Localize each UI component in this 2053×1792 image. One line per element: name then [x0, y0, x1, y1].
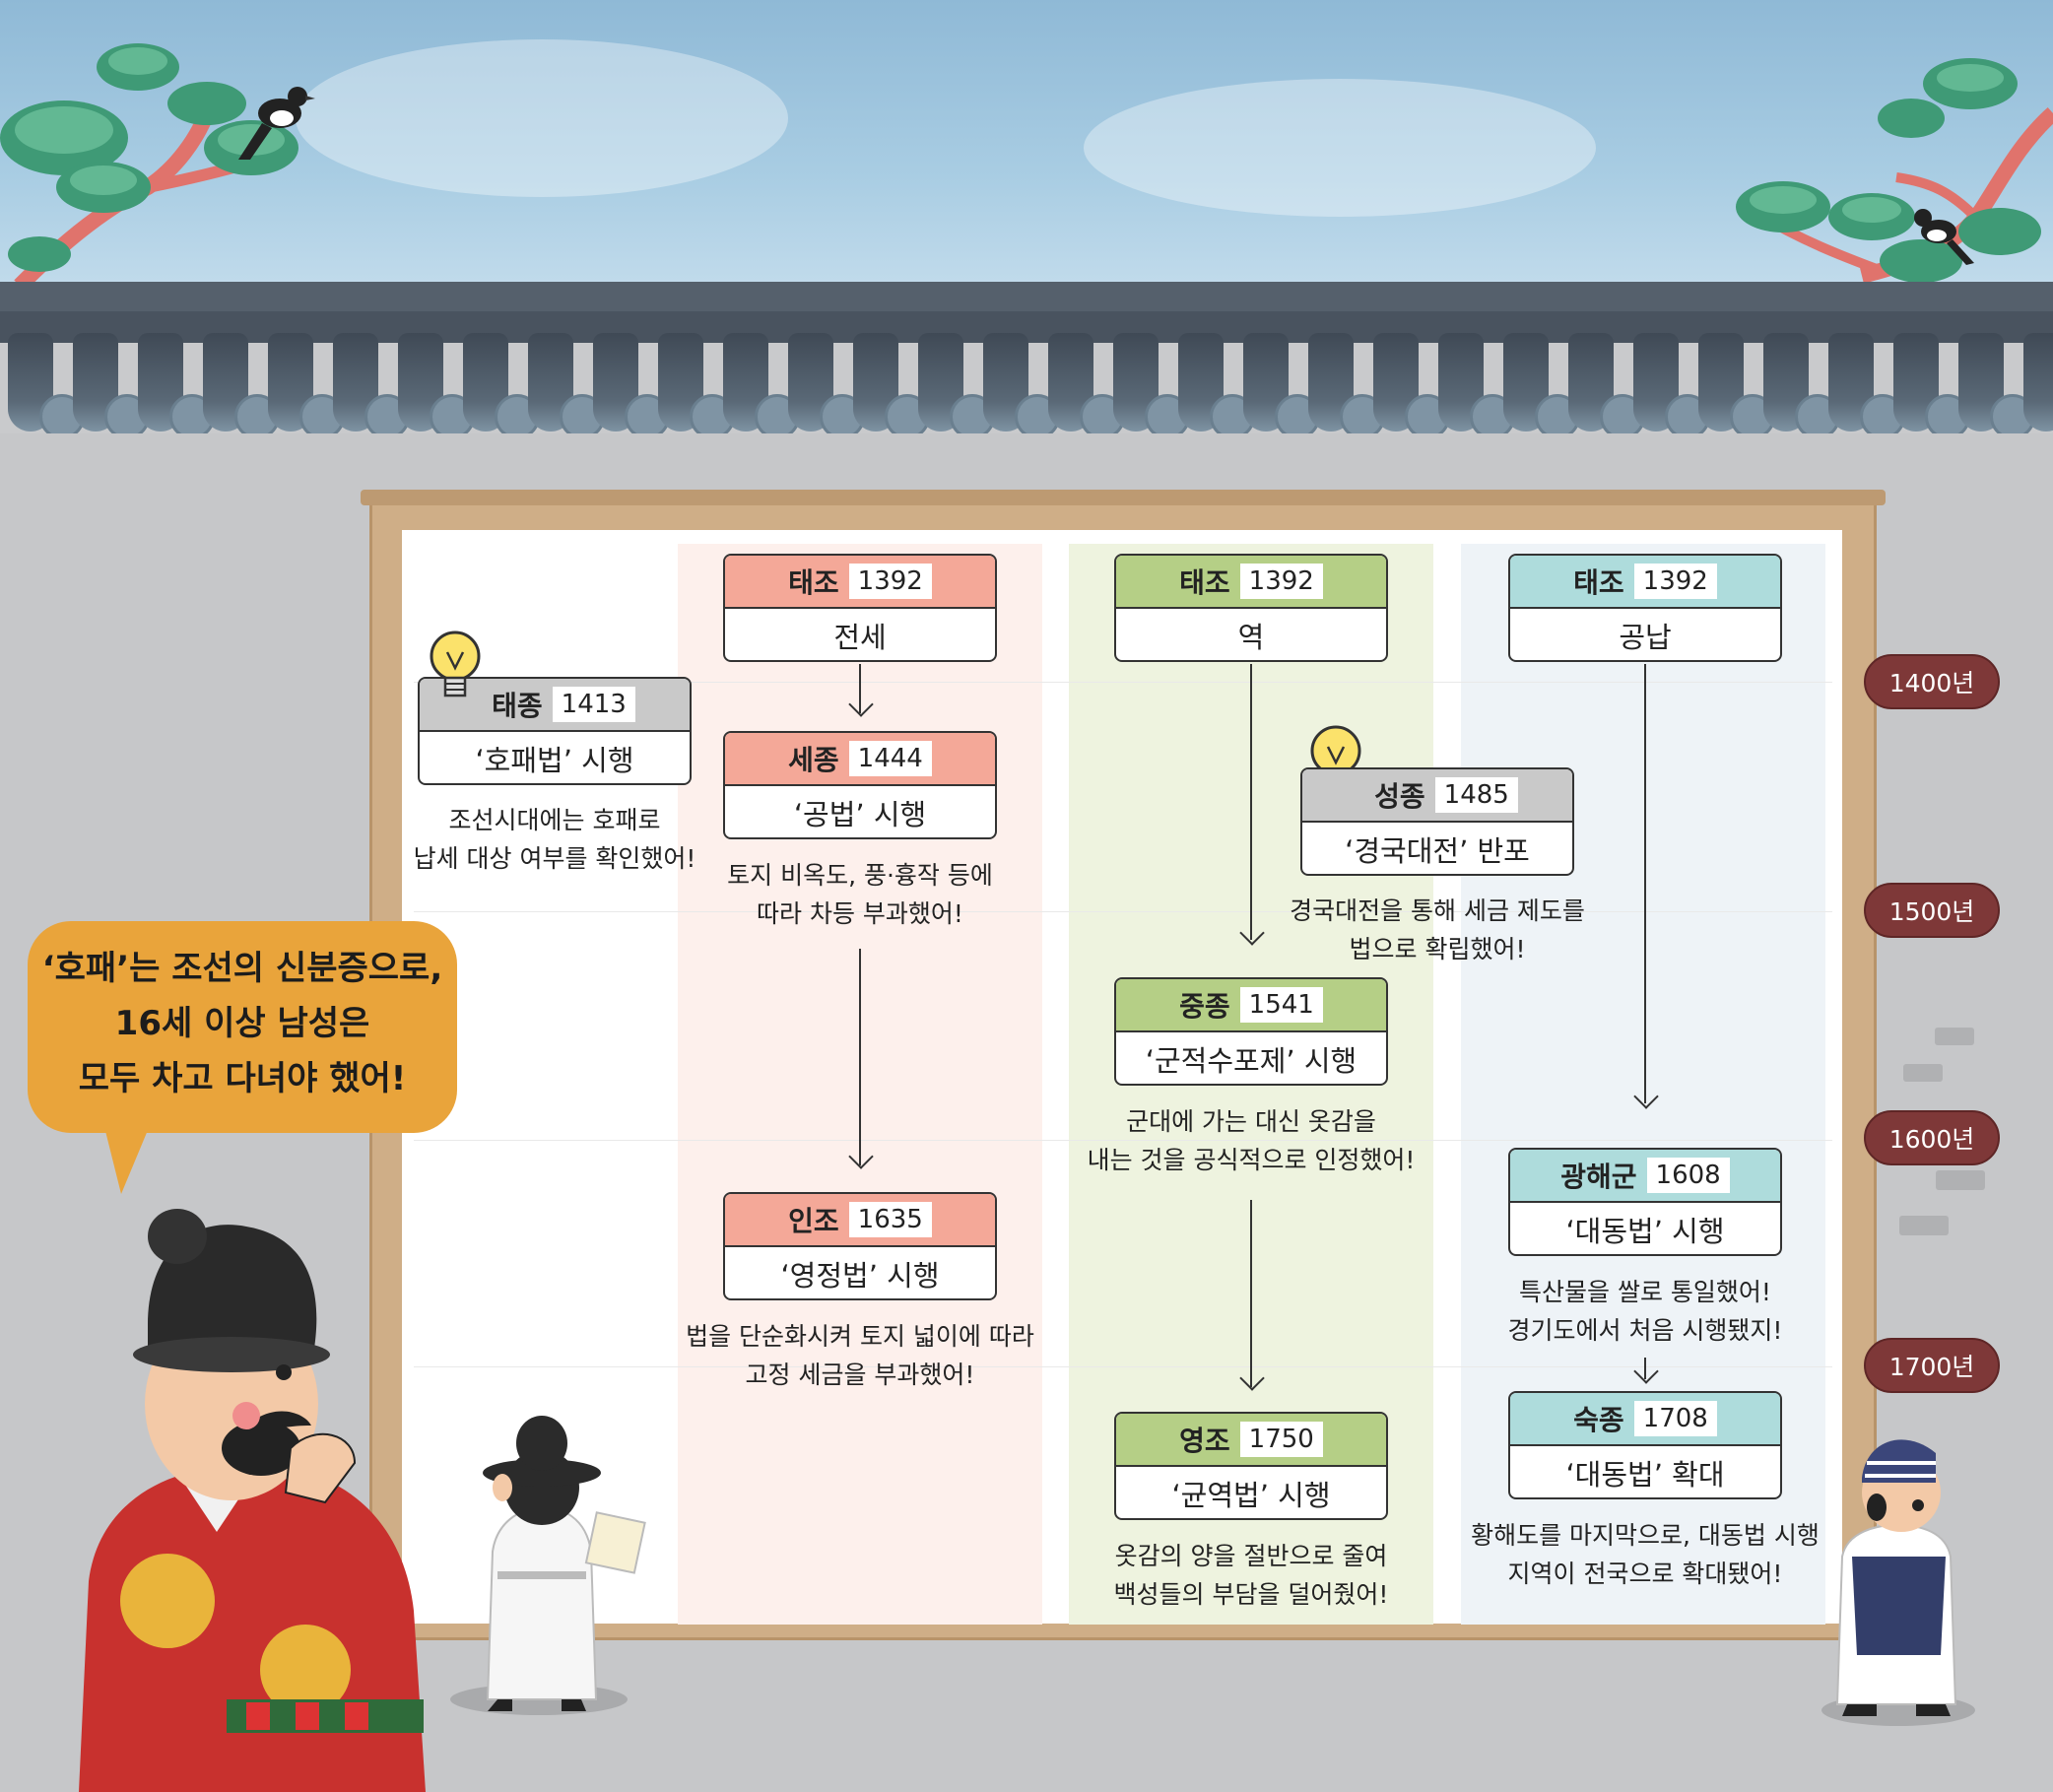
gridline-1500: [414, 911, 1832, 912]
speech-bubble: [28, 921, 457, 1133]
year-marker: 1500년: [1864, 883, 2000, 938]
pine-tree-left: [0, 43, 298, 286]
speech-bubble-tail: [103, 1123, 151, 1194]
timeline-arrow: [1644, 1358, 1646, 1379]
event-desc: 특산물을 쌀로 통일했어!경기도에서 처음 시행됐지!: [1507, 1278, 1783, 1345]
pine-tree-right: [1736, 58, 2053, 284]
magpie-left: [238, 87, 315, 160]
notice-board-rod: [361, 490, 1886, 505]
boy-character: [1821, 1439, 1975, 1726]
magpie-right: [1914, 209, 1974, 265]
timeline-arrow: [1250, 664, 1252, 940]
gridline-1600: [414, 1140, 1832, 1141]
timeline-arrow: [859, 664, 861, 713]
lightbulb-icon: [430, 631, 481, 697]
speech-bubble-text: ‘호패’는 조선의 신분증으로, 16세 이상 남성은 모두 차고 다녀야 했어…: [41, 949, 443, 1098]
event-year: 1413: [552, 687, 635, 722]
event-title: ‘호패법’ 시행: [475, 744, 634, 777]
timeline-arrow: [1644, 664, 1646, 1103]
roof-tile: [2023, 333, 2053, 431]
timeline-arrow: [1250, 1200, 1252, 1387]
year-marker: 1700년: [1864, 1338, 2000, 1393]
year-marker: 1400년: [1864, 654, 2000, 709]
gridline-1700: [414, 1366, 1832, 1367]
wall-roof-cap: [0, 282, 2053, 311]
king-name: 태종: [492, 690, 543, 722]
year-marker: 1600년: [1864, 1110, 2000, 1165]
gridline-1400: [414, 682, 1832, 683]
scholar-character: [450, 1416, 646, 1715]
sky: [0, 0, 2053, 296]
king-character: [79, 1209, 426, 1792]
roof-tiles: [0, 333, 2053, 436]
timeline-arrow: [859, 949, 861, 1165]
